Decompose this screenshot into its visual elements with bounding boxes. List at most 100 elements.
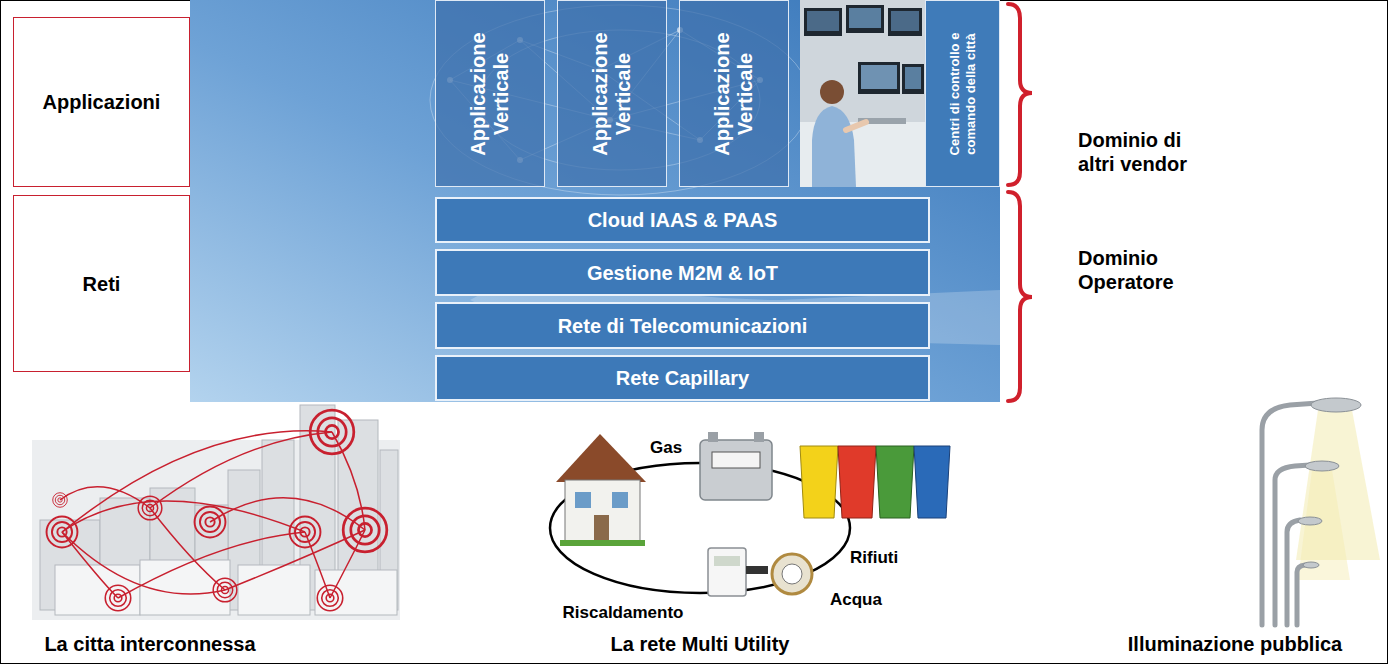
street-lamps-part [1298, 517, 1322, 525]
node-text: Applicazione Verticale [589, 5, 635, 182]
caption-label: Illuminazione pubblica [1100, 632, 1370, 656]
control-room-photo-part [861, 65, 897, 89]
connected-city-part [53, 493, 68, 508]
vertical-app-box: Applicazione Verticale [679, 0, 789, 187]
multi-utility-ring-part [700, 440, 772, 500]
multi-utility-ring-part [914, 446, 950, 518]
multi-utility-ring-part [800, 446, 838, 518]
layer-band: Gestione M2M & IoT [435, 249, 930, 296]
street-lamps-part [1298, 470, 1350, 580]
connected-city-part [60, 431, 365, 598]
multi-utility-ring-part [594, 515, 609, 542]
control-room-photo-part [846, 122, 866, 130]
node-text: Applicazione Verticale [711, 5, 757, 182]
multi-utility-ring-part [714, 556, 740, 566]
multi-utility-ring-part [772, 554, 812, 594]
control-room-photo-part [804, 8, 842, 36]
layer-band: Rete Capillary [435, 355, 930, 401]
node-text: Gestione M2M & IoT [587, 261, 778, 285]
multi-utility-ring-part [708, 432, 718, 442]
connected-city-part-part [55, 565, 140, 615]
control-room-photo-part [820, 80, 844, 104]
control-center-box: Centri di controllo e comando della citt… [925, 0, 1000, 187]
vertical-app-box: Applicazione Verticale [557, 0, 667, 187]
connected-city-part [213, 578, 237, 602]
street-lamps-part [1262, 403, 1318, 625]
multi-utility-ring-part [556, 434, 646, 482]
utility-label: Rifiuti [850, 548, 930, 568]
blue-panel [190, 0, 1000, 402]
node-text: Rete di Telecomunicazioni [558, 314, 808, 338]
section-box: Reti [13, 195, 190, 372]
node-text: Cloud IAAS & PAAS [588, 208, 778, 232]
control-room-photo [800, 0, 925, 187]
street-lamps-part-part [1275, 465, 1310, 625]
connected-city-part-part [118, 532, 305, 598]
utility-label: Acqua [830, 590, 900, 610]
street-lamps-part [1303, 562, 1319, 568]
multi-utility-ring [550, 432, 950, 596]
multi-utility-ring-part [838, 446, 876, 518]
vertical-app-box: Applicazione Verticale [435, 0, 545, 187]
connected-city-part-part [140, 560, 230, 615]
multi-utility-ring-part [575, 492, 591, 508]
multi-utility-ring-part [560, 540, 645, 546]
street-lamps-part [1305, 461, 1339, 471]
multi-utility-ring-part [876, 446, 914, 518]
multi-utility-ring-part [565, 480, 640, 542]
domain-label: Dominio di altri vendor [1078, 128, 1213, 176]
connected-city-part-part [62, 431, 332, 532]
section-box: Applicazioni [13, 17, 190, 187]
control-room-photo-part [902, 64, 924, 94]
domain-label: Dominio Operatore [1078, 246, 1213, 294]
control-room-photo-part [812, 106, 856, 187]
utility-label: Gas [650, 438, 694, 458]
multi-utility-ring-part [746, 566, 768, 574]
domain-braces [1008, 4, 1032, 401]
connected-city-part [105, 585, 130, 610]
connected-city-part-part [62, 501, 305, 532]
layer-band: Rete di Telecomunicazioni [435, 302, 930, 349]
control-room-photo-part [888, 8, 922, 36]
connected-city-part-part [60, 487, 150, 508]
utility-label: Riscaldamento [548, 603, 698, 623]
connected-city-part-part [238, 565, 310, 615]
connected-city-part [317, 585, 342, 610]
connected-city-part-part [330, 530, 365, 598]
control-room-photo-part [858, 62, 900, 94]
layer-band: Cloud IAAS & PAAS [435, 197, 930, 243]
domain-braces-part [1008, 192, 1032, 401]
connected-city-part [343, 508, 387, 552]
street-lamps [1262, 398, 1380, 625]
connected-city-part [290, 517, 321, 548]
caption-label: La rete Multi Utility [560, 632, 840, 656]
street-lamps-part-part [1297, 565, 1305, 625]
street-lamps-part [1311, 398, 1361, 412]
connected-city-part [47, 517, 78, 548]
multi-utility-ring-part [782, 564, 802, 584]
street-lamps-part-part [1262, 403, 1318, 625]
connected-city-part [310, 410, 354, 454]
control-room-photo-part [849, 8, 881, 28]
multi-utility-ring-part [612, 492, 628, 508]
node-text: Reti [83, 272, 121, 296]
node-text: Centri di controllo e comando della citt… [947, 5, 978, 182]
connected-city-part-part [150, 432, 332, 508]
node-text: Applicazione Verticale [467, 5, 513, 182]
multi-utility-ring-part [754, 432, 764, 442]
control-room-photo-part [800, 0, 925, 187]
multi-utility-ring-part [708, 548, 746, 596]
connected-city-part [138, 496, 162, 520]
control-room-photo-part [905, 67, 921, 89]
blue-panel-part [190, 0, 1000, 402]
connected-city-part-part [210, 498, 365, 530]
connected-city-part [195, 507, 226, 538]
control-room-photo-part [846, 5, 884, 33]
caption-label: La citta interconnessa [20, 632, 280, 656]
node-text: Applicazioni [43, 90, 161, 114]
connected-city [32, 405, 400, 620]
connected-city-part-part [62, 532, 225, 594]
domain-braces-part [1008, 4, 1032, 185]
